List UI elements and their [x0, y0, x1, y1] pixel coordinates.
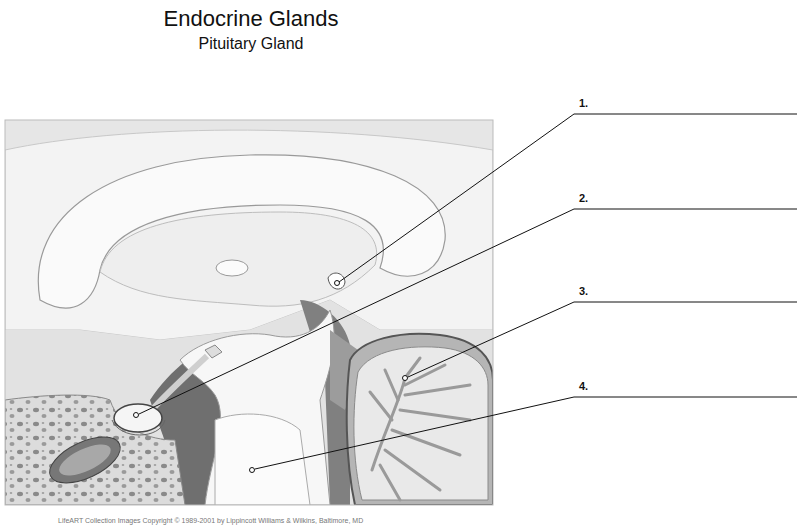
callout-number: 1. — [579, 97, 588, 110]
title: Endocrine Glands — [0, 6, 502, 32]
leader-dots — [134, 281, 408, 473]
callout-number: 2. — [579, 192, 588, 205]
callout-number: 4. — [579, 380, 588, 393]
leader-lines — [139, 114, 797, 469]
callout-number: 3. — [579, 285, 588, 298]
subtitle: Pituitary Gland — [0, 34, 502, 53]
copyright-note: LifeART Collection Images Copyright © 19… — [58, 517, 363, 525]
